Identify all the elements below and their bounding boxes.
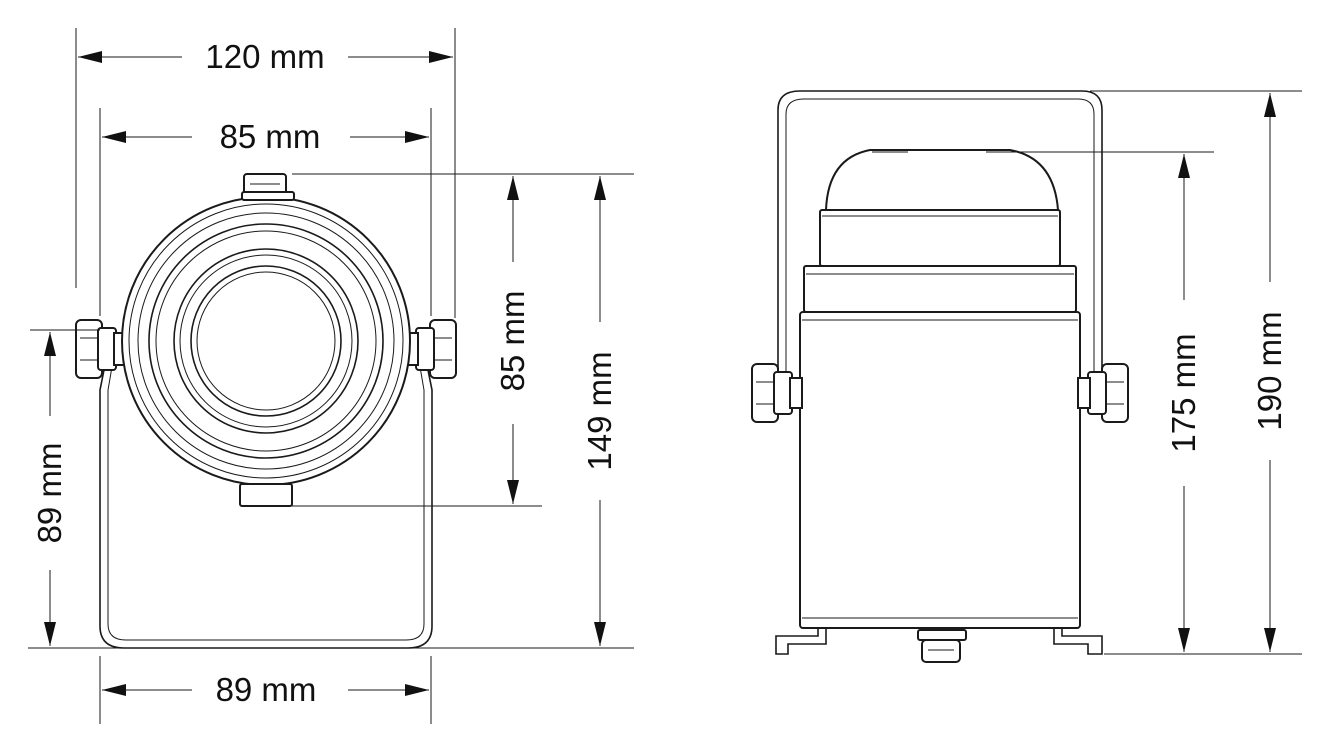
dim-side-height-body-label: 175 mm: [1165, 333, 1202, 452]
dim-height-total-label: 149 mm: [581, 351, 618, 470]
dim-width-base: 89 mm: [102, 671, 429, 708]
side-right-foot: [1053, 628, 1103, 655]
side-left-knob: [751, 363, 803, 423]
side-body: [799, 311, 1081, 629]
right-knob: [405, 319, 457, 379]
dim-height-lens: 85 mm: [494, 176, 531, 504]
dim-height-lens-label: 85 mm: [494, 291, 531, 392]
side-right-knob: [1077, 363, 1129, 423]
side-left-foot: [775, 628, 827, 655]
dim-width-bracket: 85 mm: [102, 118, 429, 155]
front-bracket-inner: [107, 331, 425, 641]
side-view: 175 mm 190 mm: [751, 90, 1302, 663]
front-view: 120 mm 85 mm 85 mm 149 mm 89 mm: [28, 28, 634, 724]
side-neck: [819, 209, 1061, 267]
side-bottom-screw: [917, 629, 967, 663]
dim-width-outer: 120 mm: [78, 38, 453, 75]
left-knob: [75, 319, 127, 379]
dim-width-base-label: 89 mm: [216, 671, 317, 708]
top-screw: [241, 173, 295, 201]
dim-side-height-total-label: 190 mm: [1251, 311, 1288, 430]
dim-side-height-body: 175 mm: [1165, 154, 1202, 652]
dim-side-height-total: 190 mm: [1251, 93, 1288, 652]
dim-width-outer-label: 120 mm: [205, 38, 324, 75]
side-dome: [824, 149, 1060, 211]
dim-height-total: 149 mm: [581, 176, 618, 646]
side-handle: [777, 90, 1103, 411]
side-handle-inner: [785, 98, 1095, 405]
bottom-tab: [239, 483, 293, 507]
dim-height-pivot-label: 89 mm: [31, 443, 68, 544]
side-collar: [803, 265, 1077, 313]
side-extension-lines: [996, 90, 1302, 655]
front-extension-lines: [28, 28, 634, 724]
lamp-head: [121, 196, 411, 486]
dim-width-bracket-label: 85 mm: [220, 118, 321, 155]
dim-height-pivot: 89 mm: [31, 332, 68, 646]
